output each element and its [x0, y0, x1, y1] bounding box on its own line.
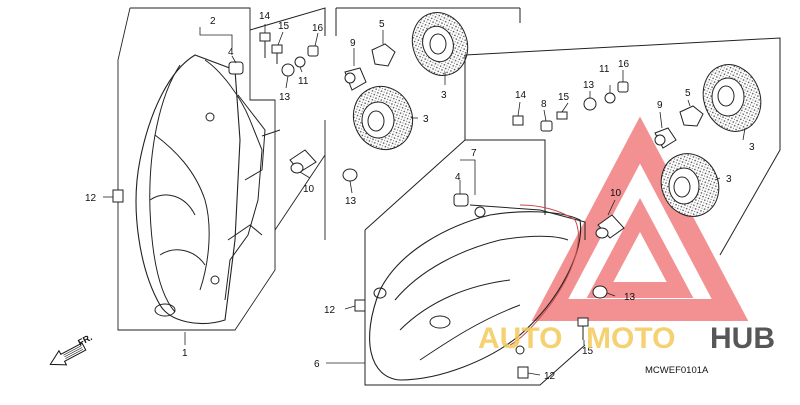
bushing-4-b	[453, 193, 469, 207]
diagram-code: MCWEF0101A	[645, 365, 709, 376]
callout-1: 1	[182, 348, 188, 359]
watermark-word-hub: HUB	[710, 322, 775, 355]
callout-10: 10	[303, 184, 315, 195]
callout-2: 2	[210, 16, 216, 27]
watermark-word-auto: AUTO	[478, 322, 562, 355]
grommet-13-b	[342, 168, 358, 182]
bolt-14	[259, 32, 271, 42]
nut-16	[307, 45, 319, 57]
callouts: 2 4 1 12 14 15 16 11 13 9 5 3 3 10 13 7 …	[85, 11, 755, 382]
callout-12-b: 12	[324, 305, 336, 316]
grommet-13-d	[592, 285, 608, 299]
callout-8: 8	[541, 99, 547, 110]
leader-lines	[103, 24, 746, 376]
callout-13-d: 13	[624, 292, 636, 303]
callout-5-b: 5	[685, 88, 691, 99]
watermark-text: AUTO MOTO HUB	[478, 322, 775, 355]
front-direction-indicator: FR.	[49, 332, 94, 366]
callout-11-b: 11	[599, 64, 610, 75]
callout-10-b: 10	[610, 188, 622, 199]
callout-13-b: 13	[345, 196, 357, 207]
callout-16-b: 16	[618, 59, 630, 70]
callout-5: 5	[379, 19, 385, 30]
callout-3-b: 3	[423, 114, 429, 125]
right-bulbs	[595, 105, 704, 239]
watermark	[531, 116, 749, 321]
callout-12-c: 12	[544, 371, 556, 382]
nut-16-b	[617, 81, 629, 93]
callout-9: 9	[350, 38, 356, 49]
callout-4: 4	[228, 47, 234, 58]
callout-6: 6	[314, 359, 320, 370]
grommet-11-b	[604, 92, 616, 104]
dust-cover-3b	[352, 86, 414, 150]
socket-5-b	[679, 105, 704, 127]
callout-3-c: 3	[749, 142, 755, 153]
right-headlight-assembly	[335, 7, 781, 386]
callout-4-b: 4	[455, 172, 461, 183]
bushing-4	[228, 61, 244, 75]
dust-cover-3c	[702, 64, 762, 132]
clip-12-b	[354, 299, 366, 312]
socket-5	[371, 43, 396, 67]
callout-15-c: 15	[582, 346, 594, 357]
callout-14-b: 14	[515, 90, 527, 101]
watermark-word-moto: MOTO	[586, 322, 675, 355]
right-small-parts	[354, 81, 629, 379]
callout-13-c: 13	[583, 80, 595, 91]
left-small-parts	[112, 32, 358, 203]
dust-cover-3d	[660, 153, 720, 217]
dust-covers	[352, 12, 762, 217]
callout-11: 11	[298, 76, 309, 87]
callout-15: 15	[278, 21, 290, 32]
callout-9-b: 9	[657, 100, 663, 111]
callout-16: 16	[312, 23, 324, 34]
callout-7: 7	[471, 148, 477, 159]
grommet-13	[281, 63, 295, 77]
callout-15-b: 15	[558, 92, 570, 103]
callout-14: 14	[259, 11, 271, 22]
left-bulbs	[289, 43, 396, 174]
grommet-13-c	[583, 97, 597, 111]
callout-3-a: 3	[441, 90, 447, 101]
direction-label: FR.	[76, 332, 93, 348]
screw-8	[540, 120, 553, 132]
grommet-11	[294, 56, 306, 68]
arrow-icon	[49, 342, 87, 366]
watermark-triangle	[531, 116, 749, 321]
clip-12-c	[517, 366, 529, 379]
clip-12	[112, 189, 124, 203]
callout-3-d: 3	[726, 174, 732, 185]
callout-12: 12	[85, 193, 97, 204]
callout-13: 13	[279, 92, 291, 103]
dust-cover-3a	[411, 12, 469, 76]
bolt-14-b	[512, 115, 524, 126]
left-headlight-assembly	[117, 7, 326, 331]
